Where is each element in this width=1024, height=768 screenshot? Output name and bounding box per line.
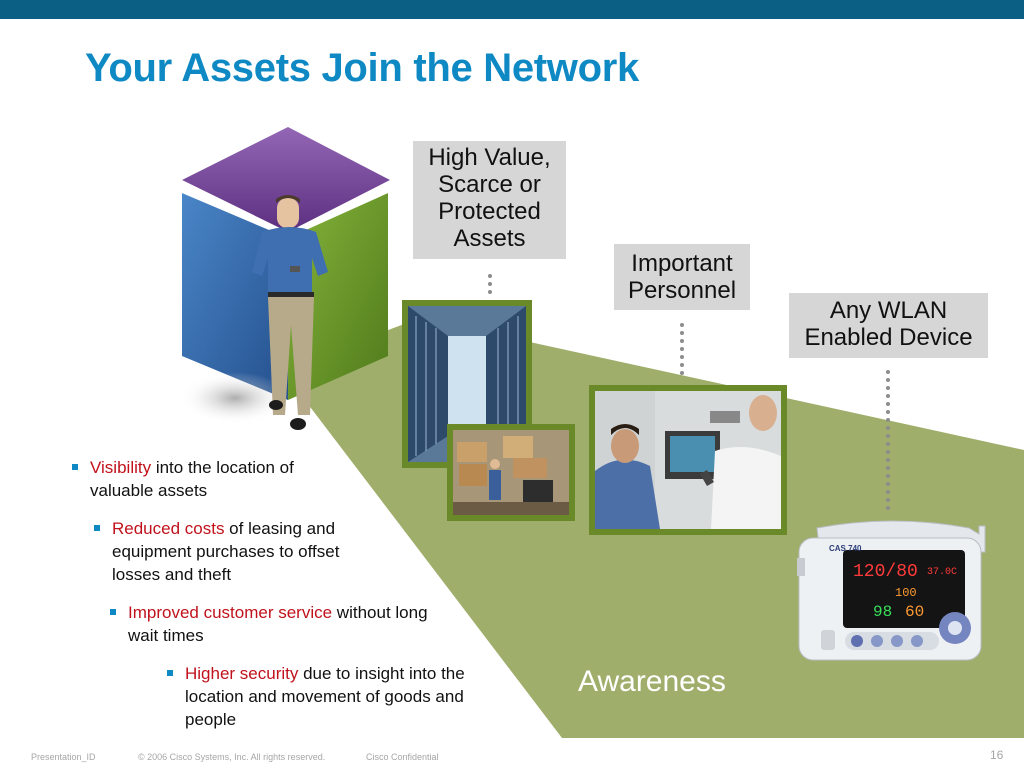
top-bar	[0, 0, 1024, 19]
label-important-personnel: Important Personnel	[614, 244, 750, 310]
page-number: 16	[990, 748, 1004, 762]
bullet-marker	[110, 609, 116, 615]
svg-text:100: 100	[895, 586, 917, 600]
footer-confidential: Cisco Confidential	[366, 752, 439, 762]
svg-text:37.0C: 37.0C	[927, 567, 957, 578]
svg-text:60: 60	[905, 603, 924, 621]
bullet-marker	[167, 670, 173, 676]
bullet-reduced-costs: Reduced costs of leasing and equipment p…	[94, 517, 384, 586]
bullet-higher-security: Higher security due to insight into the …	[167, 662, 485, 731]
patient-monitor-device: CAS 740 120/80 37.0C 100 98 60	[797, 520, 986, 661]
svg-text:98: 98	[873, 603, 892, 621]
walking-man-figure	[252, 195, 328, 430]
bullet-visibility: Visibility into the location of valuable…	[72, 456, 335, 502]
slide-title: Your Assets Join the Network	[85, 46, 639, 90]
bullet-marker	[72, 464, 78, 470]
network-cube	[182, 127, 390, 400]
footer-presentation-id: Presentation_ID	[31, 752, 96, 762]
bullet-marker	[94, 525, 100, 531]
svg-text:120/80: 120/80	[853, 562, 918, 582]
doctors-photo	[589, 385, 787, 535]
footer-copyright: © 2006 Cisco Systems, Inc. All rights re…	[138, 752, 326, 762]
svg-text:CAS 740: CAS 740	[829, 544, 862, 553]
bullet-customer-service: Improved customer service without long w…	[110, 601, 448, 647]
label-high-value-assets: High Value, Scarce or Protected Assets	[413, 141, 566, 259]
warehouse-photo	[447, 424, 575, 521]
awareness-label: Awareness	[578, 665, 726, 698]
label-wlan-device: Any WLAN Enabled Device	[789, 293, 988, 358]
